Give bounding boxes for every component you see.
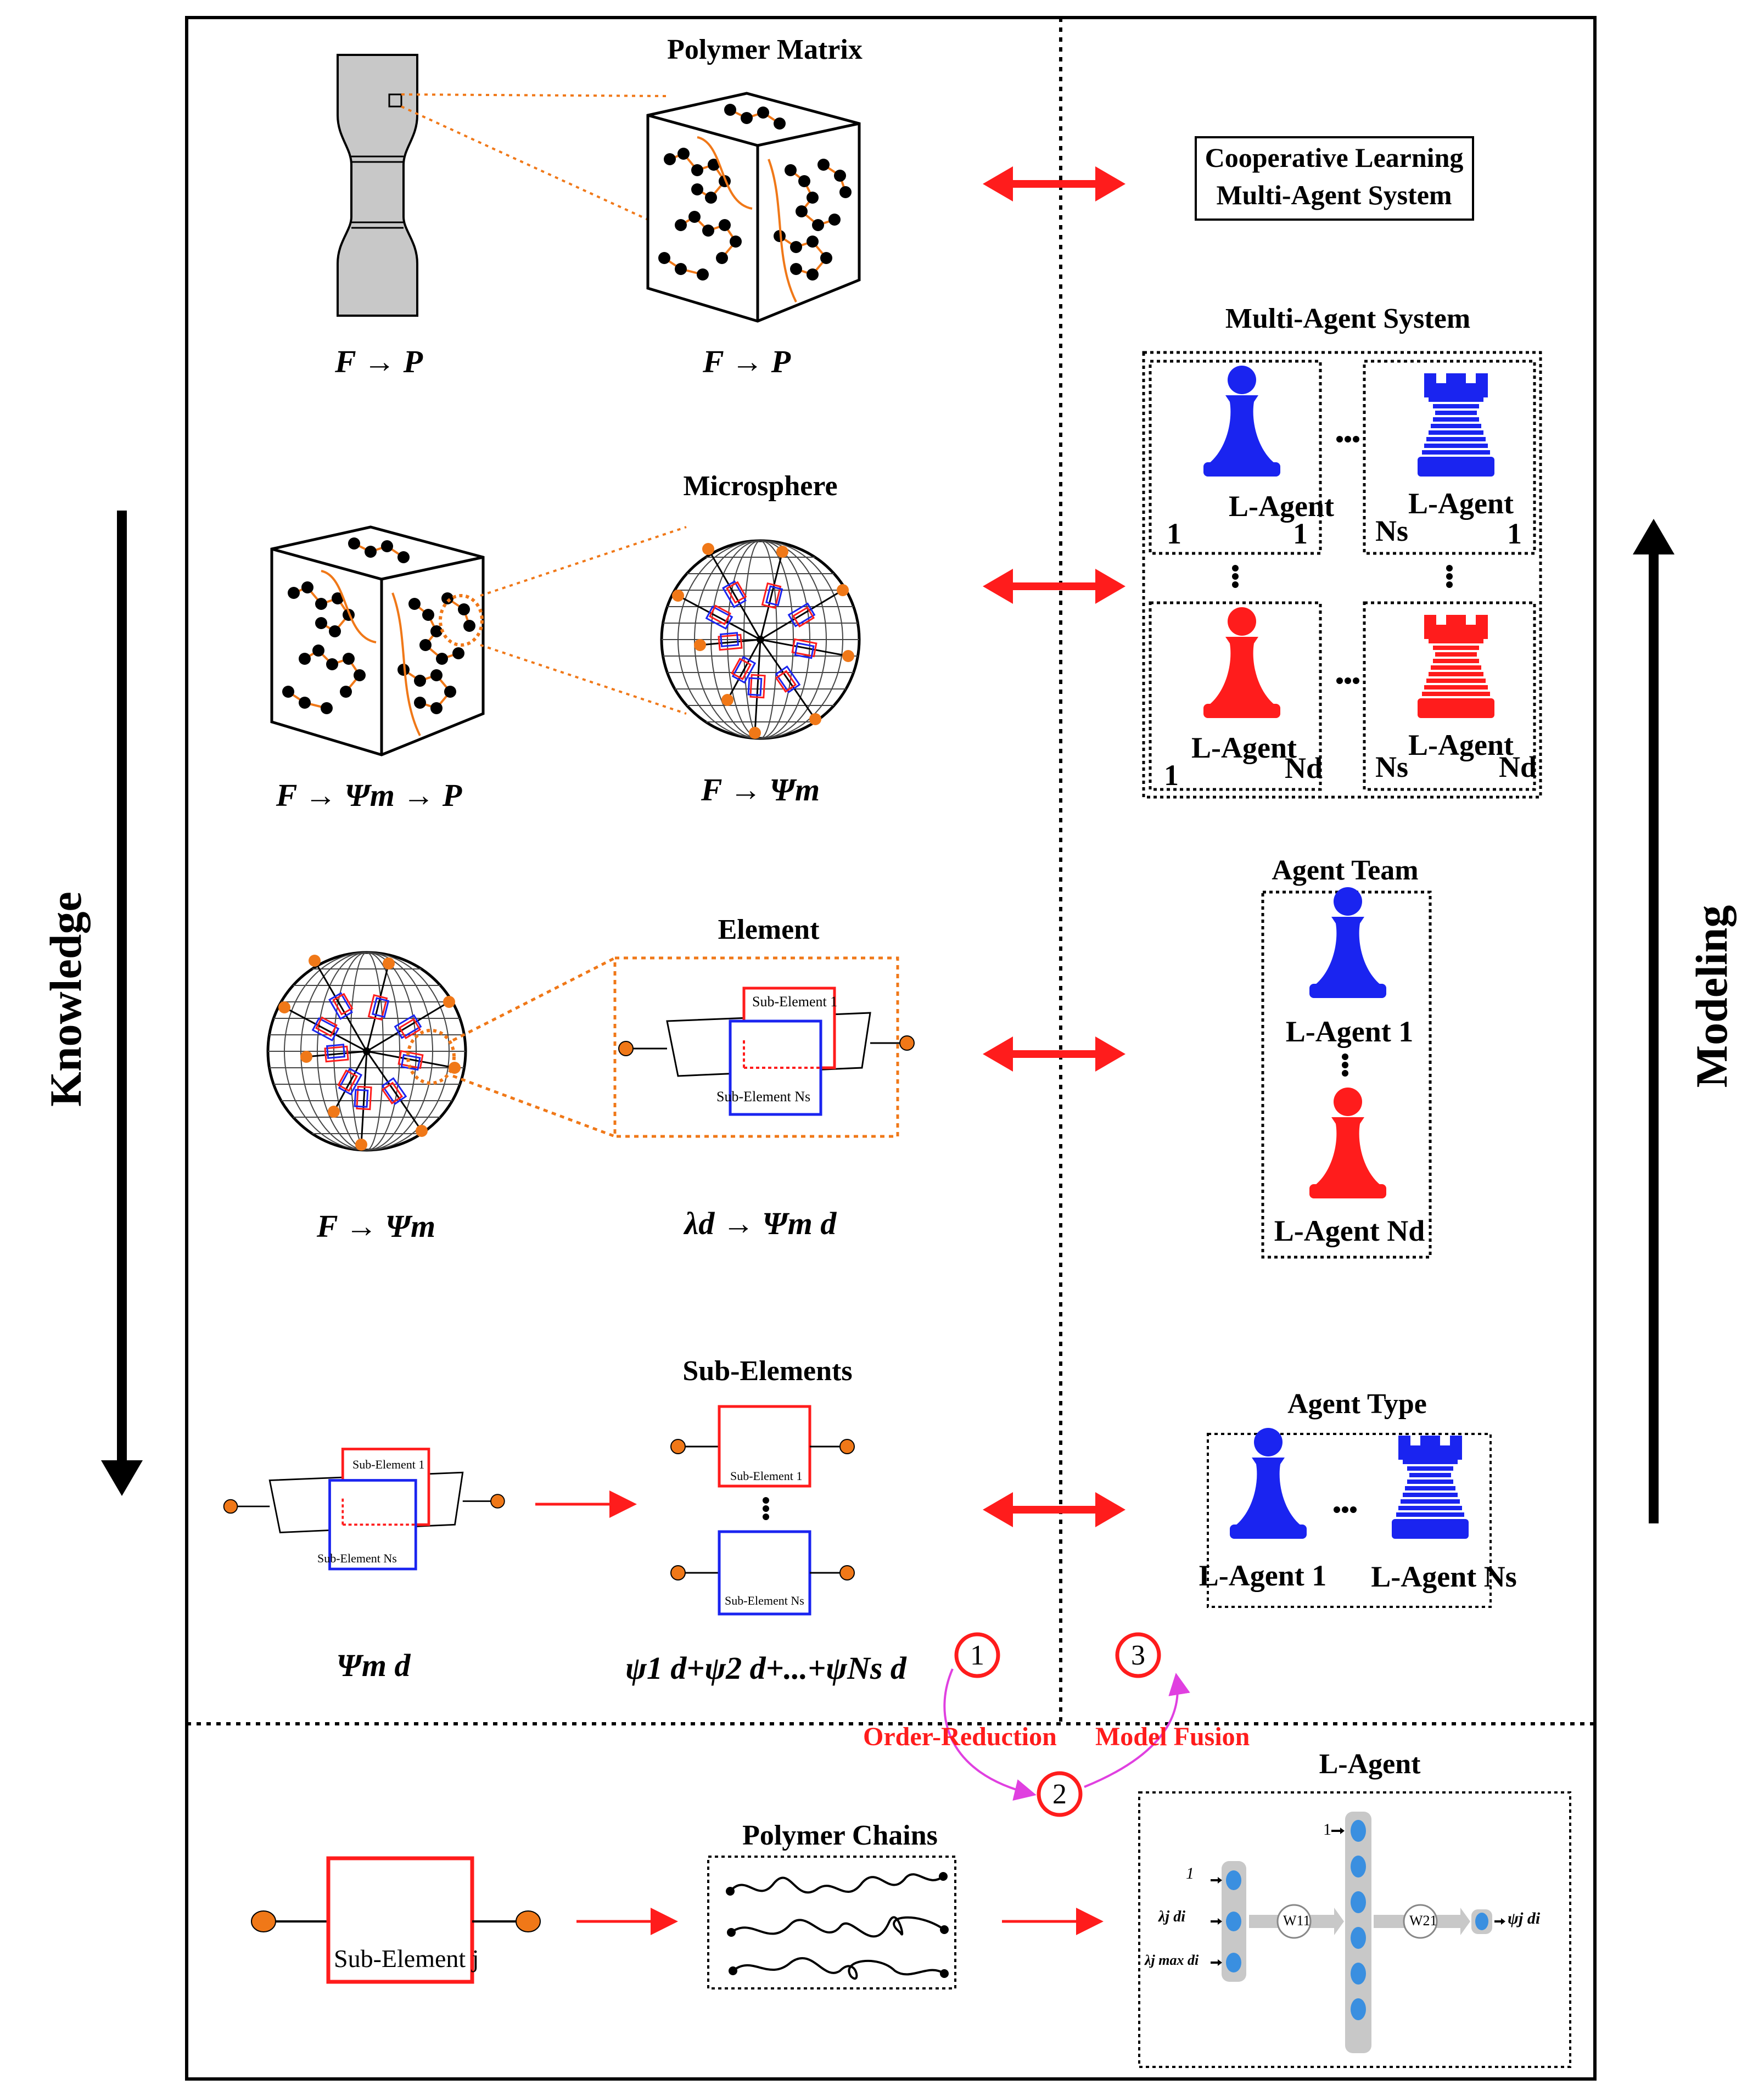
model-fusion-label: Model Fusion	[1095, 1722, 1250, 1751]
step-3-label: 3	[1131, 1640, 1145, 1671]
nn-input-lambda-max: λj max di	[1145, 1952, 1199, 1968]
agent-team-box	[1261, 890, 1432, 1259]
microsphere-title: Microsphere	[683, 470, 838, 502]
row1-formula-b: F → P	[702, 344, 791, 379]
nn-output: ψj di	[1508, 1909, 1541, 1927]
sub-elements-split	[670, 1405, 855, 1616]
agent-type-box	[1207, 1433, 1492, 1608]
w21-label: W21	[1409, 1913, 1437, 1929]
row2-formula-b: F → Ψm	[701, 772, 820, 808]
row3-formula-b: λd → Ψm d	[684, 1206, 837, 1241]
type-agent-1: L-Agent 1	[1199, 1559, 1327, 1592]
w11-label: W11	[1283, 1913, 1311, 1929]
element-title: Element	[718, 914, 820, 945]
clms-line2: Multi-Agent System	[1216, 180, 1452, 210]
row2-formula-a: F → Ψm → P	[276, 777, 462, 813]
team-agent-1: L-Agent 1	[1285, 1015, 1414, 1048]
modeling-arrow	[1633, 519, 1675, 1523]
sub-element-n-label: Sub-Element Ns	[716, 1089, 811, 1105]
sub-element-j	[251, 1856, 541, 1984]
knowledge-arrow	[101, 511, 143, 1496]
step-1-label: 1	[970, 1640, 984, 1671]
nn-input-lambda: λj di	[1158, 1908, 1185, 1925]
sub-element-j-label: Sub-Element j	[334, 1944, 479, 1972]
element-zoom-box	[613, 956, 899, 1138]
polymer-chains-title: Polymer Chains	[742, 1820, 938, 1851]
sub-element-n-label: Sub-Element Ns	[317, 1551, 397, 1565]
l-agent-title: L-Agent	[1319, 1748, 1421, 1780]
outer-frame	[185, 16, 1597, 2081]
double-arrow-icon	[983, 1036, 1125, 1072]
idx-1: 1	[1164, 759, 1179, 792]
clms-line1: Cooperative Learning	[1205, 142, 1464, 173]
knowledge-label: Knowledge	[41, 892, 91, 1107]
agent-label: L-Agent	[1229, 490, 1334, 523]
neural-network	[1211, 1812, 1505, 2053]
microsphere-sphere-icon	[660, 539, 861, 740]
step-3-circle	[1115, 1632, 1161, 1678]
idx-1: 1	[1507, 517, 1522, 550]
step-2-label: 2	[1052, 1779, 1067, 1810]
row4-formula-b: ψ1 d+ψ2 d+...+ψNs d	[625, 1650, 906, 1686]
nn-input-1: 1	[1186, 1864, 1194, 1882]
agent-team-title: Agent Team	[1272, 855, 1419, 886]
dogbone-specimen-icon	[337, 54, 668, 317]
polymer-matrix-cube	[270, 525, 485, 756]
polymer-chains-box	[707, 1856, 956, 1989]
mas-title: Multi-Agent System	[1225, 303, 1471, 334]
step-2-circle	[1037, 1771, 1083, 1817]
agent-type-title: Agent Type	[1287, 1388, 1427, 1420]
step-1-circle	[954, 1632, 1000, 1678]
agent-label: L-Agent	[1408, 728, 1514, 761]
element-diagram	[223, 1448, 505, 1571]
idx-nd: Nd	[1285, 752, 1323, 784]
l-agent-nn-box	[1138, 1791, 1571, 2068]
clms-box	[1195, 136, 1474, 221]
idx-ns: Ns	[1375, 514, 1409, 547]
idx-nd: Nd	[1499, 750, 1537, 783]
row4-formula-a: Ψm d	[336, 1647, 411, 1683]
sub-element-n-label: Sub-Element Ns	[725, 1594, 804, 1607]
polymer-matrix-cube	[646, 92, 861, 323]
agent-label: L-Agent	[1408, 487, 1514, 520]
nn-bias: 1	[1323, 1820, 1331, 1839]
sub-elements-title: Sub-Elements	[682, 1355, 853, 1387]
polymer-chains-curves	[726, 1872, 949, 1980]
team-agent-nd: L-Agent Nd	[1274, 1214, 1425, 1247]
agent-label: L-Agent	[1191, 731, 1297, 764]
double-arrow-icon	[983, 1492, 1125, 1527]
row1-formula-a: F → P	[334, 344, 423, 379]
type-agent-ns: L-Agent Ns	[1371, 1560, 1517, 1593]
double-arrow-icon	[983, 166, 1125, 201]
sub-element-1-label: Sub-Element 1	[752, 994, 838, 1010]
element-diagram	[618, 987, 915, 1116]
double-arrow-icon	[983, 569, 1125, 604]
modeling-label: Modeling	[1687, 905, 1737, 1088]
idx-ns: Ns	[1375, 750, 1409, 783]
sub-element-1-label: Sub-Element 1	[730, 1469, 803, 1483]
polymer-matrix-title: Polymer Matrix	[667, 34, 863, 65]
idx-1: 1	[1293, 517, 1308, 550]
microsphere-sphere-icon	[266, 951, 467, 1152]
sub-element-1-label: Sub-Element 1	[352, 1458, 425, 1471]
mas-outer-box	[1142, 351, 1542, 799]
row3-formula-a: F → Ψm	[316, 1208, 436, 1244]
idx-1: 1	[1167, 517, 1181, 550]
order-reduction-label: Order-Reduction	[863, 1722, 1057, 1751]
